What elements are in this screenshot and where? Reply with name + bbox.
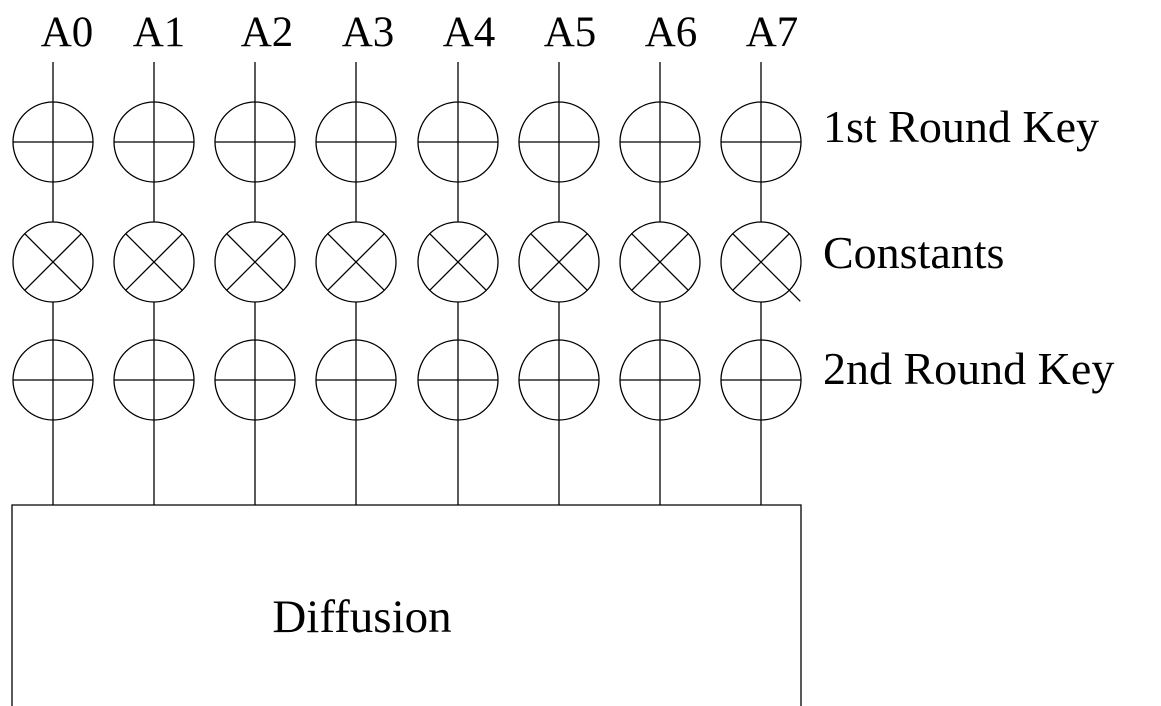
row-label-2nd-round-key: 2nd Round Key — [823, 343, 1114, 394]
multiply-cross-icon — [214, 221, 296, 303]
xor-plus-icon — [315, 101, 397, 183]
input-label-a0: A0 — [41, 9, 94, 56]
input-label-a1: A1 — [133, 9, 186, 56]
xor-plus-icon — [619, 339, 701, 421]
input-label-a4: A4 — [443, 9, 496, 56]
xor-plus-icon — [518, 101, 600, 183]
multiply-cross-icon — [113, 221, 195, 303]
row-label-constants: Constants — [823, 227, 1004, 278]
multiply-cross-icon — [315, 221, 397, 303]
xor-plus-icon — [12, 101, 94, 183]
row-label-1st-round-key: 1st Round Key — [823, 101, 1099, 152]
xor-plus-icon — [12, 339, 94, 421]
input-label-a2: A2 — [241, 9, 294, 56]
multiply-cross-icon — [518, 221, 600, 303]
input-label-a6: A6 — [645, 9, 698, 56]
xor-plus-icon — [720, 101, 802, 183]
diffusion-box — [11, 504, 802, 706]
row-labels: 1st Round Key Constants 2nd Round Key — [823, 101, 1114, 394]
input-label-a3: A3 — [342, 9, 395, 56]
input-labels: A0 A1 A2 A3 A4 A5 A6 A7 — [41, 9, 799, 56]
xor-plus-icon — [417, 339, 499, 421]
xor-plus-icon — [113, 101, 195, 183]
xor-plus-icon — [315, 339, 397, 421]
multiply-cross-icon — [417, 221, 499, 303]
diffusion-label: Diffusion — [272, 591, 451, 643]
xor-plus-icon — [619, 101, 701, 183]
diffusion-block: Diffusion — [11, 504, 802, 706]
xor-plus-icon — [214, 101, 296, 183]
xor-plus-icon — [113, 339, 195, 421]
input-label-a7: A7 — [746, 9, 799, 56]
xor-plus-icon — [518, 339, 600, 421]
multiply-cross-icon — [12, 221, 94, 303]
input-label-a5: A5 — [544, 9, 597, 56]
xor-plus-icon — [214, 339, 296, 421]
operator-grid — [12, 101, 802, 421]
multiply-cross-icon — [619, 221, 701, 303]
xor-plus-icon — [720, 339, 802, 421]
xor-plus-icon — [417, 101, 499, 183]
multiply-cross-icon — [720, 221, 802, 303]
